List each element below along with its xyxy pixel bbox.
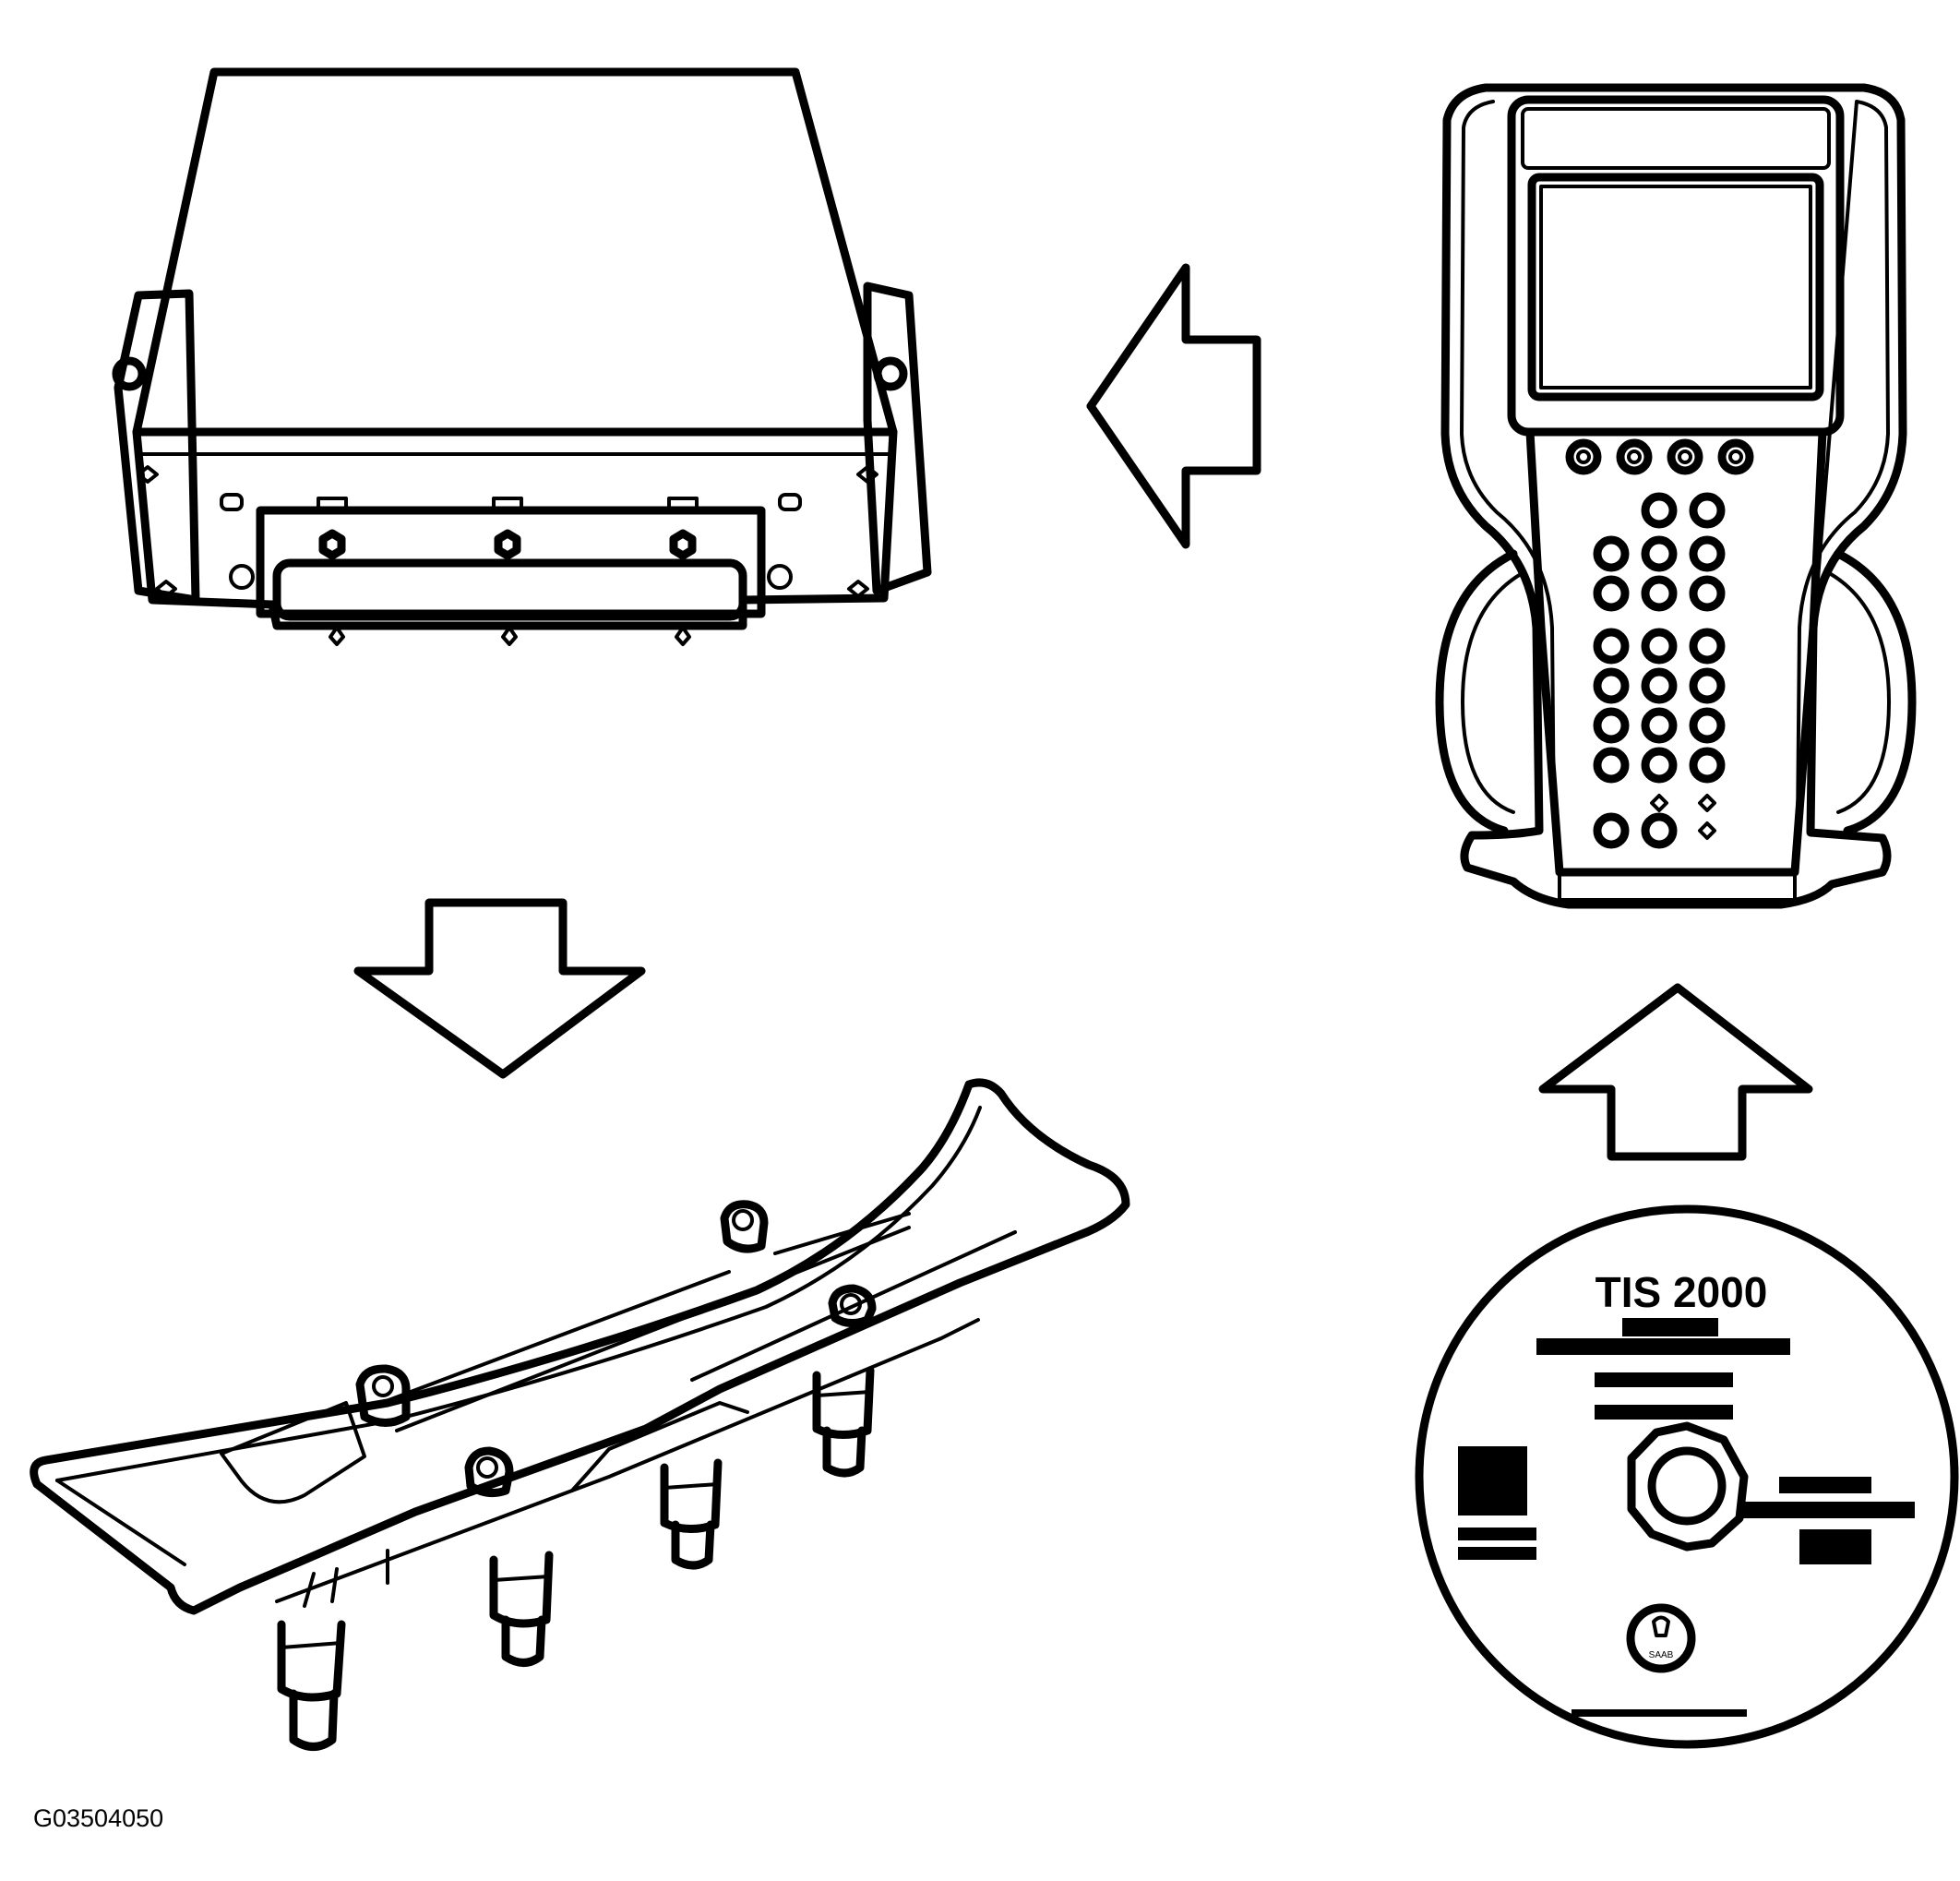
control-module-icon xyxy=(112,67,932,646)
coil-boot-4 xyxy=(812,1366,875,1478)
ignition-cassette-icon xyxy=(30,1078,1130,1751)
cd-disc-icon: TIS 2000 SAAB xyxy=(1415,1204,1959,1749)
coil-boot-1 xyxy=(277,1620,346,1751)
figure-code: G03504050 xyxy=(33,1804,164,1832)
arrow-down-icon xyxy=(353,898,646,1079)
saab-logo: SAAB xyxy=(1626,1603,1696,1673)
coil-boot-2 xyxy=(489,1551,554,1667)
cd-title: TIS 2000 xyxy=(1595,1268,1768,1316)
logo-text: SAAB xyxy=(1649,1650,1674,1660)
arrow-left-icon xyxy=(1086,263,1261,549)
coil-boot-3 xyxy=(660,1458,723,1570)
keypad xyxy=(1593,492,1726,849)
arrow-up-icon xyxy=(1538,983,1813,1161)
tech2-scan-tool-icon xyxy=(1435,83,1917,909)
